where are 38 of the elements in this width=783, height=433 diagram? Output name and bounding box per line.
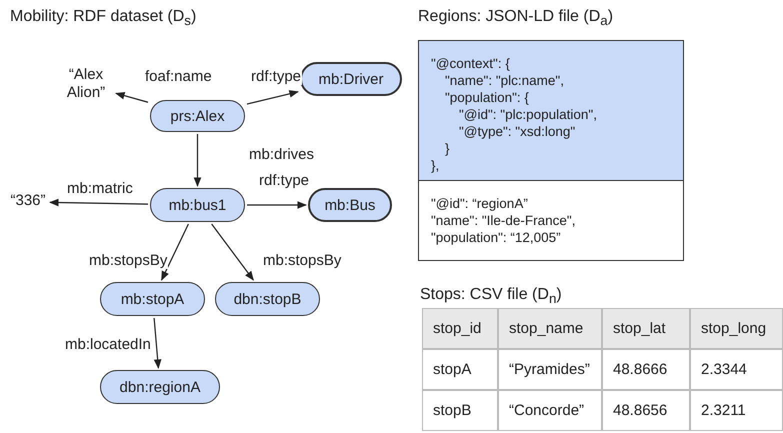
- arrow: [161, 224, 189, 281]
- table-cell: 48.8666: [602, 349, 690, 390]
- table-cell: 2.3211: [690, 390, 783, 431]
- table-cell: 2.3344: [690, 349, 783, 390]
- resource-node: dbn:regionA: [100, 370, 220, 404]
- block-heading: Mobility: RDF dataset (D$_{s}$): [10, 8, 196, 28]
- edge-label: rdf:type: [258, 172, 310, 189]
- block-heading: Stops: CSV file (D$_{n}$): [420, 286, 562, 306]
- table-cell: stopB: [422, 390, 498, 431]
- table-cell: “Concorde”: [498, 390, 602, 431]
- resource-node: prs:Alex: [150, 100, 245, 132]
- resource-node: mb:Bus: [308, 188, 392, 222]
- table-header-cell: stop_name: [498, 308, 602, 349]
- literal-text: “Alex Alion”: [58, 66, 114, 104]
- table-cell: 48.8656: [602, 390, 690, 431]
- literal-text: “336”: [8, 192, 48, 212]
- resource-node: mb:Driver: [300, 62, 402, 96]
- edge-label: mb:stopsBy: [88, 252, 168, 269]
- code-panel: "@context": { "name": "plc:name", "population": { "@id": "plc:population", "@type": "xsd:long" } },: [418, 40, 684, 181]
- arrow: [154, 318, 162, 369]
- resource-node: dbn:stopB: [215, 282, 320, 316]
- block-heading: Regions: JSON-LD file (D$_{a}$): [418, 8, 614, 28]
- code-panel: "@id": “regionA” "name": "Ile-de-France", "population": “12,005”: [418, 180, 684, 261]
- arrow: [115, 92, 148, 103]
- table-cell: stopA: [422, 349, 498, 390]
- arrow: [194, 134, 202, 187]
- table-header-cell: stop_id: [422, 308, 498, 349]
- table-cell: “Pyramides”: [498, 349, 602, 390]
- arrow: [246, 90, 299, 105]
- edge-label: mb:stopsBy: [262, 252, 342, 269]
- table-header-cell: stop_long: [690, 308, 783, 349]
- arrow: [49, 198, 148, 206]
- arrow: [247, 201, 307, 209]
- resource-node: mb:bus1: [150, 188, 245, 222]
- arrow: [211, 224, 254, 281]
- resource-node: mb:stopA: [100, 282, 205, 316]
- edge-label: rdf:type: [250, 68, 302, 85]
- table-header-cell: stop_lat: [602, 308, 690, 349]
